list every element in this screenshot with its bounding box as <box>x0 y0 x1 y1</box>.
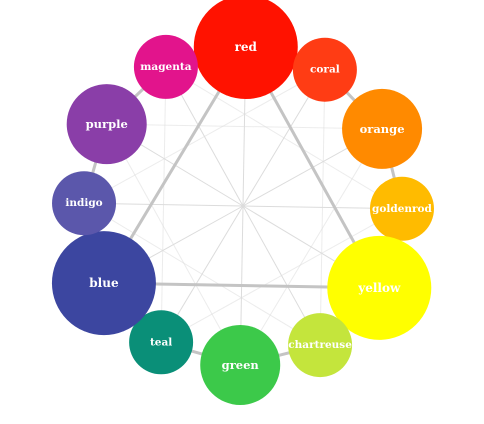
color-circle-coral[interactable] <box>292 37 357 102</box>
chord-indigo <box>83 69 326 204</box>
color-circle-magenta[interactable] <box>133 34 198 99</box>
color-circle-blue[interactable] <box>51 231 156 336</box>
chord-orange <box>239 128 383 366</box>
color-node-goldenrod[interactable]: goldenrod <box>369 176 434 241</box>
color-circle-red[interactable] <box>193 0 298 100</box>
color-label-red: red <box>235 40 258 54</box>
color-label-magenta: magenta <box>140 61 191 73</box>
color-circle-yellow[interactable] <box>327 235 432 340</box>
color-circle-goldenrod[interactable] <box>369 176 434 241</box>
color-node-yellow[interactable]: yellow <box>327 235 432 340</box>
color-circle-teal[interactable] <box>129 310 194 375</box>
color-node-purple[interactable]: purple <box>66 84 147 165</box>
color-node-orange[interactable]: orange <box>342 88 423 169</box>
color-node-blue[interactable]: blue <box>51 231 156 336</box>
color-label-goldenrod: goldenrod <box>372 203 433 215</box>
chord-purple <box>106 123 383 130</box>
color-node-magenta[interactable]: magenta <box>133 34 198 99</box>
color-circle-indigo[interactable] <box>52 171 117 236</box>
color-circle-orange[interactable] <box>342 88 423 169</box>
color-label-blue: blue <box>89 276 119 290</box>
color-label-teal: teal <box>150 336 172 348</box>
color-node-indigo[interactable]: indigo <box>52 171 117 236</box>
color-node-coral[interactable]: coral <box>292 37 357 102</box>
color-circle-purple[interactable] <box>66 84 147 165</box>
chord-chartreuse <box>83 202 321 346</box>
color-label-chartreuse: chartreuse <box>288 339 352 351</box>
color-node-red[interactable]: red <box>193 0 298 100</box>
chord-green <box>106 123 241 366</box>
color-node-teal[interactable]: teal <box>129 310 194 375</box>
color-nodes: red coral orange goldenrod yellow chartreuse g… <box>51 0 434 405</box>
color-node-chartreuse[interactable]: chartreuse <box>288 313 353 378</box>
color-label-purple: purple <box>86 117 128 131</box>
color-label-orange: orange <box>360 122 405 136</box>
chord-coral <box>319 69 326 346</box>
chord-teal <box>160 66 167 343</box>
color-node-green[interactable]: green <box>200 324 281 405</box>
chord-goldenrod <box>160 208 403 343</box>
color-label-green: green <box>222 358 260 372</box>
color-label-yellow: yellow <box>357 281 401 295</box>
chord-magenta <box>165 66 403 210</box>
color-label-coral: coral <box>310 64 340 76</box>
color-circle-chartreuse[interactable] <box>288 313 353 378</box>
color-circle-green[interactable] <box>200 324 281 405</box>
color-label-indigo: indigo <box>65 197 102 209</box>
